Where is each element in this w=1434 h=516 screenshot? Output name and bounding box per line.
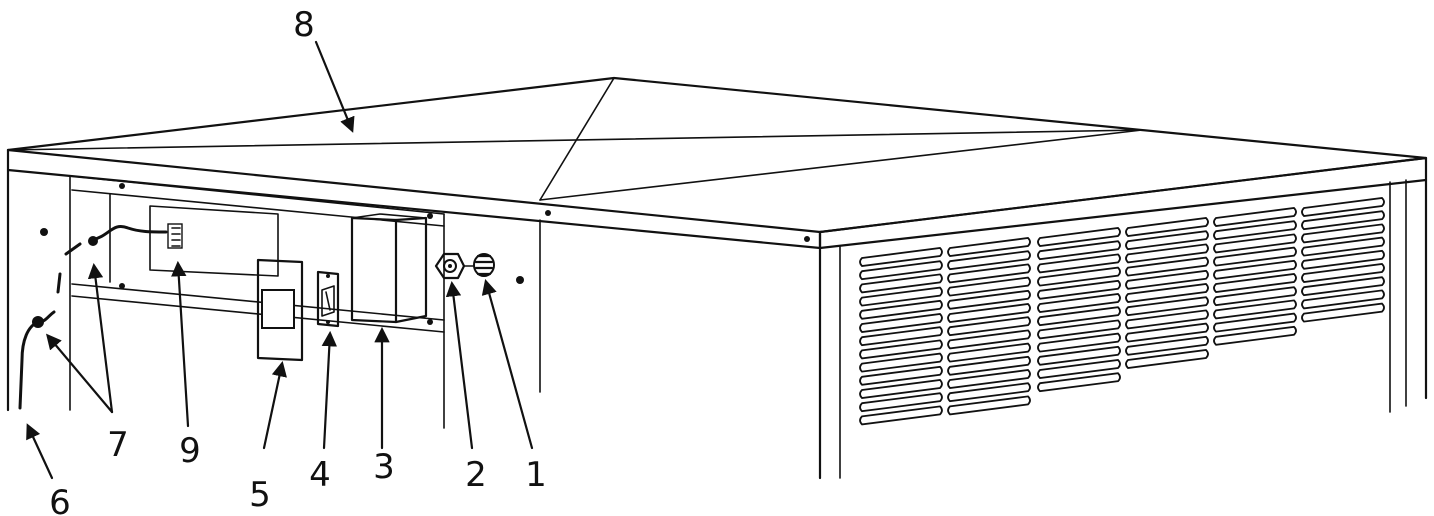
louver-slot (947, 329, 1031, 350)
louver-slot (859, 379, 943, 399)
screw-icon (119, 183, 125, 189)
louver-slot (859, 313, 943, 333)
louver-slot (1125, 349, 1209, 369)
louver-slot (1125, 283, 1209, 303)
toggle-switch (316, 270, 340, 328)
louver-slot (1037, 332, 1121, 353)
louver-slot (1037, 266, 1121, 287)
louver-slot (1301, 249, 1385, 270)
switch-plate (256, 258, 304, 362)
louver-slot (1213, 246, 1297, 267)
louver-slot (1213, 325, 1297, 346)
louver-slot (859, 260, 943, 281)
callout-arrows (26, 40, 534, 480)
callout-4: 4 (309, 455, 331, 495)
louver-slot (947, 263, 1031, 284)
louver-slot (1213, 220, 1297, 241)
strain-relief-nut (434, 252, 466, 280)
screw-icon (516, 276, 524, 284)
right-face (1389, 178, 1428, 413)
screw-icon (40, 228, 48, 236)
louver-slot (1037, 306, 1121, 327)
screw-icon (427, 319, 433, 325)
louver-slot (1125, 230, 1209, 251)
louver-slot (947, 237, 1031, 257)
grommet (463, 253, 495, 277)
louver-slot (1213, 259, 1297, 280)
callout-9: 9 (179, 431, 201, 471)
louver-slot (859, 326, 943, 347)
louver-slot (1301, 210, 1385, 231)
louver-slot (1213, 286, 1297, 307)
louver-slot (947, 382, 1031, 403)
louver-slot (1037, 359, 1121, 379)
louver-slot (859, 392, 943, 413)
power-cord (18, 225, 168, 410)
louver-slot (1037, 293, 1121, 313)
louver-slot (947, 250, 1031, 271)
screw-icon (804, 236, 810, 242)
louver-slot (1037, 279, 1121, 300)
front-left-face (6, 168, 841, 480)
louver-slot (1125, 269, 1209, 290)
louver-slot (947, 276, 1031, 297)
louver-slot (1301, 302, 1385, 323)
louver-slot (1301, 236, 1385, 257)
louver-slot (1301, 223, 1385, 244)
louver-slot (859, 273, 943, 294)
callout-8: 8 (293, 5, 315, 45)
screws (40, 183, 810, 325)
louver-slot (1213, 312, 1297, 333)
louver-slot (1125, 243, 1209, 264)
callout-7: 7 (107, 425, 129, 465)
louver-slot (1125, 256, 1209, 277)
terminal-block (149, 205, 279, 277)
louver-slot (859, 352, 943, 373)
louver-slot (859, 247, 943, 267)
louver-slot (947, 342, 1031, 363)
louver-slot (859, 405, 943, 426)
callout-labels: 8 1 2 3 4 5 9 7 6 (49, 5, 547, 516)
callout-5: 5 (249, 475, 271, 515)
louver-slot (1213, 299, 1297, 320)
louver-slot (947, 303, 1031, 323)
louver-slot (1301, 263, 1385, 283)
callout-6: 6 (49, 483, 71, 516)
louver-slot (1213, 233, 1297, 254)
louver-slot (859, 339, 943, 360)
callout-3: 3 (373, 447, 395, 487)
louver-slot (1037, 345, 1121, 366)
callout-1: 1 (525, 455, 547, 495)
louver-slot (947, 355, 1031, 376)
louver-slot (859, 286, 943, 307)
louver-slot (1125, 296, 1209, 317)
louver-slot (1301, 197, 1385, 217)
louver-slot (1125, 322, 1209, 343)
louver-slot (1213, 273, 1297, 293)
louver-slot (859, 299, 943, 320)
louver-slot (1301, 276, 1385, 297)
louver-slot (1125, 335, 1209, 356)
screw-icon (427, 213, 433, 219)
louver-slot (947, 316, 1031, 337)
louver-slot (1301, 289, 1385, 310)
louver-slot (1037, 253, 1121, 274)
screw-icon (119, 283, 125, 289)
screw-icon (545, 210, 551, 216)
louver-slot (859, 365, 943, 386)
louver-slot (947, 289, 1031, 310)
electrical-box (350, 213, 428, 324)
louver-slot (1213, 207, 1297, 227)
louver-slot (1037, 319, 1121, 340)
louver-slot (1125, 309, 1209, 330)
louver-slot (947, 369, 1031, 389)
louver-slot (1037, 227, 1121, 247)
callout-2: 2 (465, 455, 487, 495)
louver-slot (947, 395, 1031, 416)
louver-vent-icon (859, 197, 1385, 426)
louver-slot (1125, 217, 1209, 237)
louver-slot (1037, 240, 1121, 261)
louver-slot (1037, 372, 1121, 393)
